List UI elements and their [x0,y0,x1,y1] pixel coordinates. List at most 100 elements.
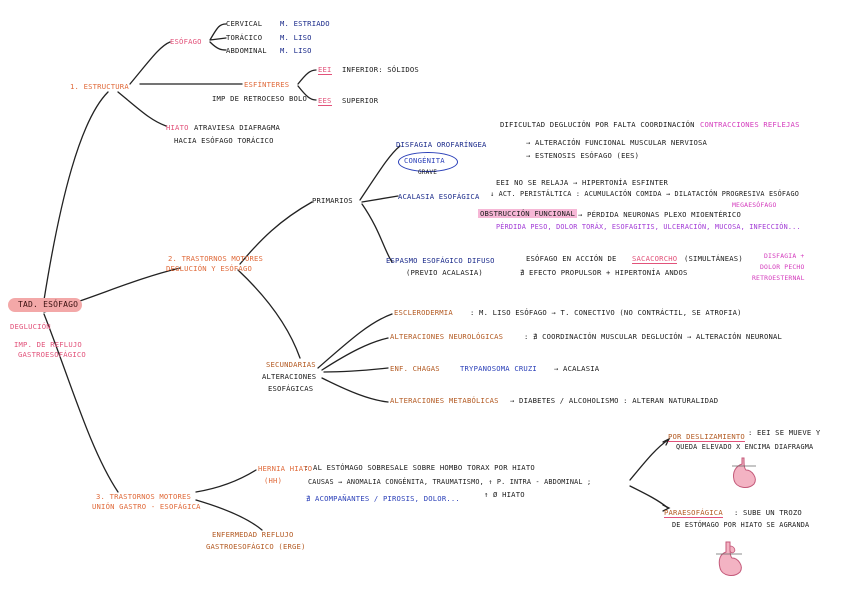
desliz-label: POR DESLIZAMIENTO [668,432,745,442]
acalasia-line-3-hl: OBSTRUCCIÓN FUNCIONAL [478,209,578,218]
hiato-label: HIATO [166,123,189,132]
hernia-label-sub: (HH) [264,476,283,485]
gastro-title-1: 3. TRASTORNOS MOTORES [96,492,192,501]
esfinteres-sub: IMP DE RETROCESO BOLO [212,94,308,103]
espasmo-line-1: ESÓFAGO EN ACCIÓN DE [526,254,617,263]
acalasia-line-2: ↓ ACT. PERISTÁLTICA : ACUMULACIÓN COMIDA… [490,190,800,198]
secundarias-label-3: ESOFÁGICAS [268,384,314,393]
root-sub-reflujo-1: IMP. DE REFLUJO [14,340,82,349]
disfagia-bullet-2: → ESTENOSIS ESÓFAGO (EES) [526,151,640,160]
link-motores-secundarias [237,269,301,359]
hiato-desc-1: ATRAVIESA DIAFRAGMA [194,123,281,132]
espasmo-sub: (PREVIO ACALASIA) [406,268,483,277]
metab-desc: → DIABETES / ALCOHOLISMO : ALTERAN NATUR… [510,396,719,405]
primarios-label: PRIMARIOS [312,196,353,205]
paraesof-label: PARAESOFÁGICA [664,508,723,518]
secundarias-label-2: ALTERACIONES [262,372,317,381]
link-esf-ees [297,85,317,101]
eei-desc: INFERIOR: SÓLIDOS [342,65,419,74]
erge-line-1: ENFERMEDAD REFLUJO [212,530,294,539]
acalasia-line-3: → PÉRDIDA NEURONAS PLEXO MIOENTÉRICO [578,210,741,219]
espasmo-side-3: RETROESTERNAL [752,274,805,282]
link-root-estructura [43,91,109,301]
desliz-line-2: QUEDA ELEVADO X ENCIMA DIAFRAGMA [676,443,814,451]
chagas-label: ENF. CHAGAS [390,364,440,373]
disfagia-line-1-hl: CONTRACCIONES REFLEJAS [700,120,800,129]
link-esf-eei [297,69,317,85]
esofago-type-2: M. LISO [280,33,312,42]
estructura-title: 1. ESTRUCTURA [70,82,129,91]
esofago-type-1: M. ESTRIADO [280,19,330,28]
link-estructura-esofago [129,41,171,85]
link-prim-acalasia [361,195,399,203]
motores-title-1: 2. TRASTORNOS MOTORES [168,254,264,263]
hernia-line-2: CAUSAS → ANOMALIA CONGÉNITA, TRAUMATISMO… [308,478,592,486]
paraesof-line-2: DE ESTÓMAGO POR HIATO SE AGRANDA [672,521,810,529]
neuro-desc: : ∄ COORDINACIÓN MUSCULAR DEGLUCIÓN → AL… [524,332,783,341]
motores-title-2: DEGLUCIÓN Y ESÓFAGO [166,264,253,273]
link-sec-neuro [321,337,389,371]
link-sec-escl [317,313,393,369]
esofago-region-3: ABDOMINAL [226,46,267,55]
link-esofago-items [209,23,227,51]
link-hernia-desliz [629,439,669,481]
link-hernia-paraesof [629,485,669,509]
espasmo-side-2: DOLOR PECHO [760,263,805,271]
stomach-illustration-deslizamiento [732,457,756,488]
secundarias-label-1: SECUNDARIAS [266,360,316,369]
congenita-label: CONGÉNITA [404,156,445,165]
stomach-illustration-paraesofagica [716,541,742,576]
link-gastro-erge [195,499,263,531]
gastro-title-2: UNIÓN GASTRO - ESOFÁGICA [92,502,201,511]
neuro-label: ALTERACIONES NEUROLÓGICAS [390,332,504,341]
hernia-label: HERNIA HIATO [258,464,313,473]
paraesof-line-1: : SUBE UN TROZO [734,508,802,517]
eei-label: EEI [318,65,332,75]
link-motores-primarios [239,201,313,265]
espasmo-line-1-tail: (SIMULTÁNEAS) [684,254,743,263]
espasmo-line-2: ∄ EFECTO PROPULSOR + HIPERTONÍA ANDOS [520,268,688,277]
esofago-label: ESÓFAGO [170,37,202,46]
acalasia-line-1: EEI NO SE RELAJA → HIPERTONÍA ESFINTER [496,178,669,187]
root-badge [8,298,82,312]
espasmo-side-1: DISFAGIA + [764,252,805,260]
espasmo-line-1-hl: SACACORCHO [632,254,678,264]
link-estructura-hiato [117,91,167,127]
root-sub-reflujo-2: GASTROESOFÁGICO [18,350,86,359]
link-prim-espasmo [361,203,393,263]
esfinteres-label: ESFÍNTERES [244,80,290,89]
disfagia-label: DISFAGIA OROFARÍNGEA [396,140,487,149]
erge-line-2: GASTROESOFÁGICO (ERGE) [206,542,306,551]
ees-desc: SUPERIOR [342,96,379,105]
link-root-gastro [43,313,119,493]
link-sec-chagas [323,367,389,373]
ees-label: EES [318,96,332,106]
disfagia-line-1: DIFICULTAD DEGLUCIÓN POR FALTA COORDINAC… [500,120,695,129]
acalasia-line-2-sub: MEGAESÓFAGO [732,201,777,209]
acalasia-label: ACALASIA ESOFÁGICA [398,192,480,201]
congenita-oval [398,152,458,172]
root-sub-deglucion: DEGLUCIÓN [10,322,51,331]
hernia-line-1: : AL ESTÓMAGO SOBRESALE SOBRE HOMBO TORA… [304,463,535,472]
desliz-line-1: : EEI SE MUEVE Y [748,428,821,437]
hernia-line-3-tail: ↑ Ø HIATO [484,490,525,499]
chagas-desc: → ACALASIA [554,364,600,373]
disfagia-bullet-1: → ALTERACIÓN FUNCIONAL MUSCULAR NERVIOSA [526,138,708,147]
link-sec-metab [321,377,389,403]
esofago-region-1: CERVICAL [226,19,263,28]
root-title: TAD. ESÓFAGO [18,300,79,309]
espasmo-label: ESPASMO ESOFÁGICO DIFUSO [386,256,495,265]
link-prim-disfagia [359,145,401,201]
link-gastro-hernia [195,469,257,493]
esclerodermia-label: ESCLERODERMIA [394,308,453,317]
grave-label: GRAVE [418,169,438,176]
acalasia-line-4: PÉRDIDA PESO, DOLOR TORÁX, ESOFAGITIS, U… [496,223,801,231]
hernia-line-3: ∄ ACOMPAÑANTES / PIROSIS, DOLOR... [306,494,460,503]
esclerodermia-desc: : M. LISO ESÓFAGO → T. CONECTIVO (NO CON… [470,308,742,317]
metab-label: ALTERACIONES METABÓLICAS [390,396,499,405]
hiato-desc-2: HACIA ESÓFAGO TORÁCICO [174,136,274,145]
chagas-desc-hl: TRYPANOSOMA CRUZI [460,364,537,373]
esofago-type-3: M. LISO [280,46,312,55]
esofago-region-2: TORÁCICO [226,33,263,42]
